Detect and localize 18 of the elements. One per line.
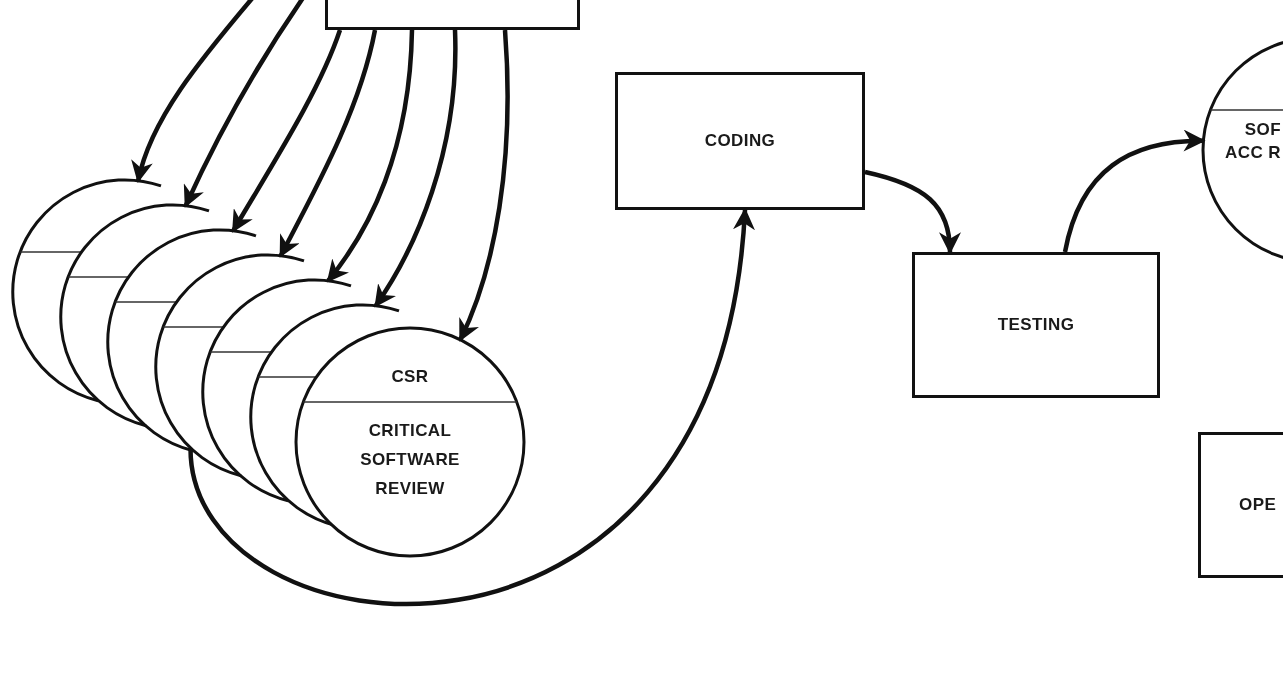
arrow bbox=[278, 29, 378, 258]
arrow bbox=[1062, 130, 1206, 253]
process-box bbox=[615, 72, 865, 210]
box-label: OPE bbox=[1239, 494, 1277, 517]
process-box bbox=[912, 252, 1160, 398]
arrow bbox=[188, 207, 754, 606]
box-label: TESTING bbox=[997, 314, 1075, 337]
arrow bbox=[458, 29, 510, 342]
arrow bbox=[864, 169, 961, 255]
process-box bbox=[325, 0, 580, 30]
circle-heading: CSR bbox=[390, 366, 430, 388]
box-label: CODING bbox=[704, 130, 776, 153]
arrow bbox=[373, 30, 458, 308]
circle-text: CRITICAL SOFTWARE REVIEW bbox=[359, 420, 461, 500]
arrow bbox=[231, 29, 343, 233]
arrow bbox=[326, 29, 415, 283]
arrow bbox=[183, 0, 307, 208]
circle-text: SOF ACC R bbox=[1224, 119, 1281, 164]
